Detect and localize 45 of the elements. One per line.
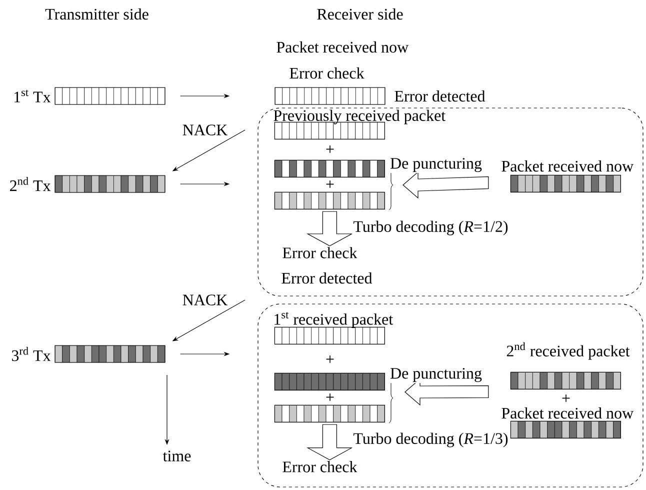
heading: Transmitter side: [45, 8, 148, 20]
caption-text: Packet received now: [502, 160, 634, 172]
packet-bar: [54, 175, 166, 193]
caption-text: Error detected: [394, 90, 486, 102]
axis-label: time: [162, 450, 191, 462]
hollow-arrow: [402, 171, 489, 199]
caption-text: Error detected: [282, 272, 372, 284]
edge-label: Turbo decoding (R=1/2): [353, 220, 508, 236]
caption-text: 3$^{rd}$ Tx: [12, 346, 51, 362]
caption-text: 2$^{nd}$ Tx: [10, 176, 51, 192]
packet-bar: [274, 160, 385, 178]
packet-bar: [274, 326, 385, 344]
packet-bar: [274, 192, 385, 210]
dashed-group-box: [258, 108, 644, 296]
hollow-arrow: [306, 211, 353, 246]
caption-text: Packet received now: [502, 407, 634, 419]
packet-bar: [274, 372, 385, 390]
edge-label: De puncturing: [390, 368, 482, 382]
plus-sign: +: [326, 355, 334, 363]
packet-bar: [54, 87, 166, 105]
packet-bar: [510, 174, 621, 192]
caption-text: 1$^{st}$ received packet: [274, 312, 393, 328]
packet-bar: [274, 404, 385, 422]
step-text: Error check: [282, 247, 358, 258]
edge-label: NACK: [182, 294, 228, 306]
heading: Receiver side: [317, 8, 403, 20]
packet-bar: [510, 372, 621, 390]
dashed-group-box: [258, 304, 644, 488]
plus-sign: +: [326, 393, 334, 401]
packet-bar: [274, 87, 386, 105]
caption-text: Packet received now: [276, 41, 409, 53]
caption-text: 1$^{st}$ Tx: [14, 90, 51, 102]
caption-text: 2$^{nd}$ received packet: [506, 342, 630, 360]
plus-sign: +: [326, 180, 334, 188]
caption-text: Previously received packet: [274, 110, 446, 124]
edge-label: De puncturing: [390, 158, 482, 172]
packet-bar: [54, 345, 166, 363]
hollow-arrow: [306, 424, 353, 460]
edge-label: NACK: [182, 124, 228, 136]
plus-sign: +: [326, 145, 334, 153]
packet-bar: [510, 420, 621, 438]
step-text: Error check: [282, 461, 358, 472]
plus-sign: +: [562, 394, 570, 402]
edge-label: Turbo decoding (R=1/3): [353, 432, 508, 448]
caption-text: Error check: [290, 67, 364, 79]
